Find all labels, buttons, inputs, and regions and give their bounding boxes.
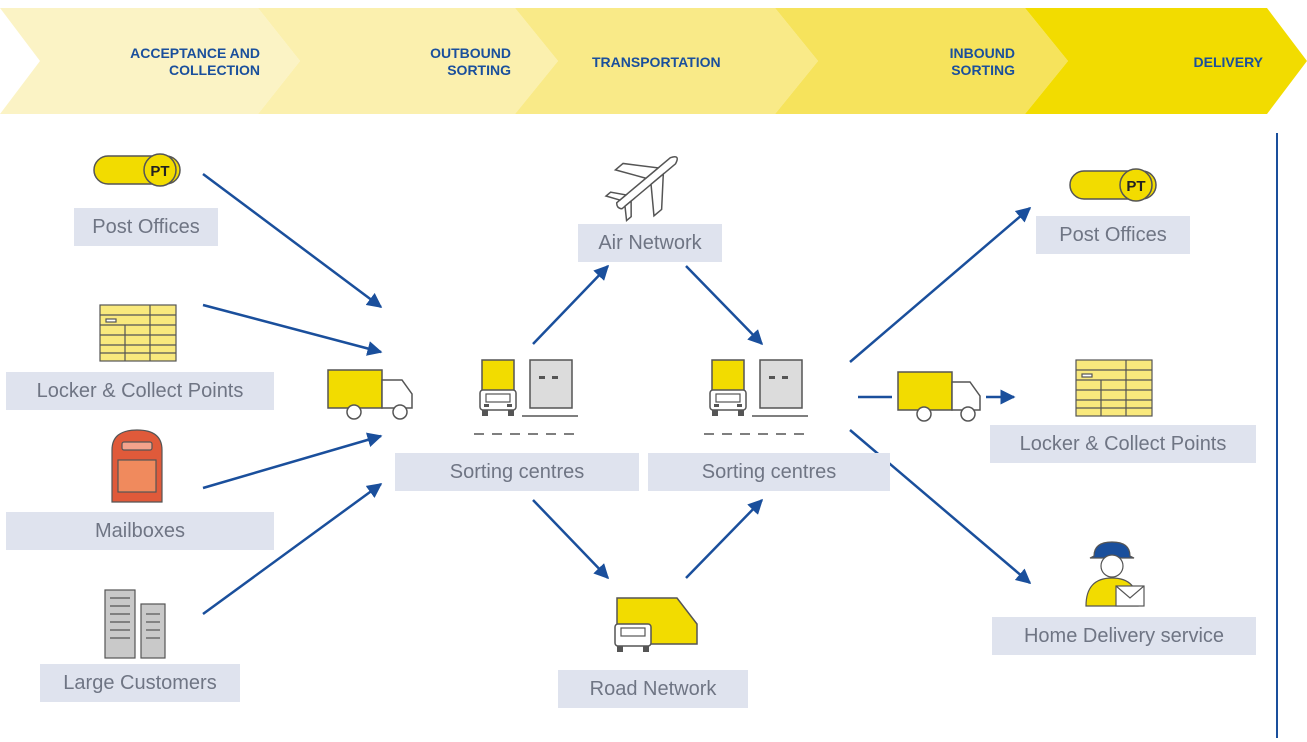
stage-chevron-outbound <box>258 8 558 114</box>
collection-truck-icon <box>327 369 413 420</box>
postman-icon <box>1085 541 1145 607</box>
dest-lockers-label: Locker & Collect Points <box>990 425 1256 463</box>
arrow-post-to-truck <box>202 172 383 309</box>
post-office-badge-text: PT <box>150 163 169 180</box>
arrow-lockers-to-truck <box>202 303 383 356</box>
sorting-centre-out-icon <box>474 359 578 435</box>
post-office-icon: PT <box>93 153 181 187</box>
stage-chevron-acceptance <box>0 8 300 114</box>
road-truck-icon <box>614 597 698 652</box>
arrow-to-post-office <box>849 207 1032 363</box>
stage-label-delivery: DELIVERY <box>1194 54 1264 71</box>
locker-right-icon <box>1075 359 1153 417</box>
arrow-customers-to-truck <box>202 482 383 616</box>
stage-label-inbound: INBOUND SORTING <box>950 45 1015 79</box>
stage-label-delivery-line1: DELIVERY <box>1193 54 1264 70</box>
stage-label-transportation-line1: TRANSPORTATION <box>592 54 721 70</box>
dest-home-delivery-label: Home Delivery service <box>992 617 1256 655</box>
mailbox-icon <box>111 429 163 503</box>
road-network-label: Road Network <box>558 670 748 708</box>
sorting-centres-out-label: Sorting centres <box>395 453 639 491</box>
buildings-icon <box>104 589 166 659</box>
delivery-truck-icon <box>897 371 981 422</box>
arrow-sorting-to-air <box>532 264 610 345</box>
right-divider <box>1276 133 1278 738</box>
post-office-right-badge-text: PT <box>1126 178 1145 195</box>
stage-chevron-delivery <box>1025 8 1307 114</box>
stage-label-outbound-line1: OUTBOUND <box>430 45 511 61</box>
arrow-mailboxes-to-truck <box>202 432 383 490</box>
arrow-sorting-to-road <box>532 499 610 580</box>
stage-chevron-inbound <box>775 8 1068 114</box>
stage-label-acceptance-line1: ACCEPTANCE AND <box>130 45 260 61</box>
stage-label-inbound-line2: SORTING <box>951 62 1015 78</box>
source-lockers-label: Locker & Collect Points <box>6 372 274 410</box>
stage-label-inbound-line1: INBOUND <box>949 45 1015 61</box>
dest-post-offices-label: Post Offices <box>1036 216 1190 254</box>
source-post-offices-label: Post Offices <box>74 208 218 246</box>
stage-label-outbound-line2: SORTING <box>447 62 511 78</box>
stage-label-acceptance: ACCEPTANCE AND COLLECTION <box>130 45 260 79</box>
arrow-road-to-sorting <box>685 498 764 579</box>
stage-band <box>0 8 1307 114</box>
source-mailboxes-label: Mailboxes <box>6 512 274 550</box>
stage-label-outbound: OUTBOUND SORTING <box>430 45 511 79</box>
airplane-icon <box>604 156 678 223</box>
sorting-centres-in-label: Sorting centres <box>648 453 890 491</box>
sorting-centre-in-icon <box>704 359 808 435</box>
stage-chevron-transportation <box>515 8 818 114</box>
source-large-customers-label: Large Customers <box>40 664 240 702</box>
post-office-right-icon: PT <box>1069 168 1157 202</box>
arrow-air-to-sorting <box>685 265 764 346</box>
stage-label-transportation: TRANSPORTATION <box>592 54 721 71</box>
air-network-label: Air Network <box>578 224 722 262</box>
stage-label-acceptance-line2: COLLECTION <box>169 62 260 78</box>
locker-icon <box>99 304 177 362</box>
